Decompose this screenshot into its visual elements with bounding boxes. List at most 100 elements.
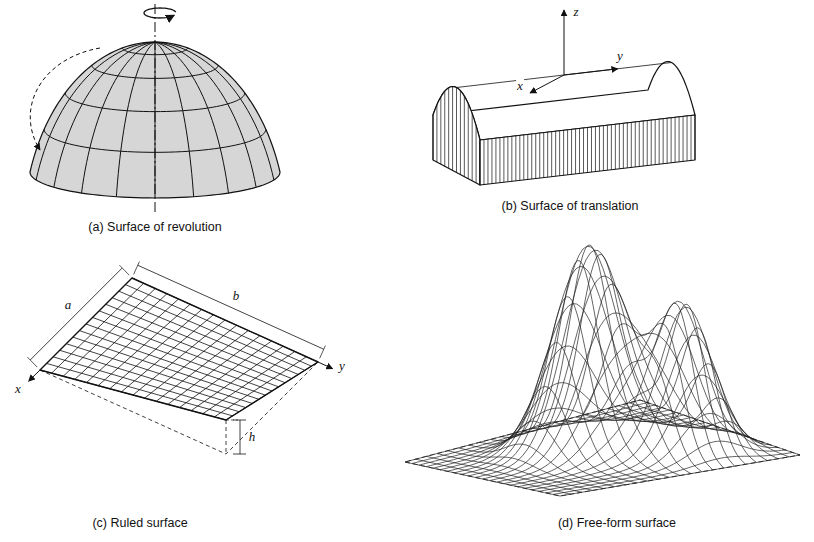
dome-meridian xyxy=(155,42,194,197)
wall-hatch xyxy=(519,135,520,180)
y-axis xyxy=(318,362,333,369)
wall-hatch xyxy=(675,117,676,162)
wall-hatch xyxy=(623,123,624,168)
dimension-label: h xyxy=(248,430,257,444)
wall-hatch xyxy=(464,96,465,177)
wall-hatch xyxy=(659,119,660,164)
wall-hatch xyxy=(643,121,644,166)
dimension-line xyxy=(240,420,241,454)
wall-hatch xyxy=(555,131,556,176)
wall-hatch xyxy=(539,133,540,178)
wall-hatch xyxy=(503,137,504,182)
wall-hatch xyxy=(547,132,548,177)
wall-hatch xyxy=(679,117,680,162)
mesh-line xyxy=(501,297,658,480)
ruling-line xyxy=(203,352,295,414)
extension-line xyxy=(119,265,129,275)
dome-meridian xyxy=(116,42,155,197)
wall-hatch xyxy=(683,116,684,161)
y-axis xyxy=(564,69,618,75)
wall-hatch xyxy=(452,87,453,171)
mesh-line xyxy=(469,421,625,485)
axis-label: x xyxy=(516,79,524,93)
wall-hatch xyxy=(611,125,612,170)
wall-hatch xyxy=(571,129,572,174)
dome-meridian xyxy=(54,42,155,187)
wall-hatch xyxy=(460,91,461,175)
vault-figure xyxy=(433,10,695,185)
mesh-line xyxy=(426,456,581,492)
wall-hatch xyxy=(591,127,592,172)
mesh-line xyxy=(539,413,778,491)
mesh-line xyxy=(587,328,746,465)
wall-hatch xyxy=(511,136,512,181)
wall-hatch xyxy=(619,124,620,169)
wall-hatch xyxy=(631,122,632,167)
extension-line xyxy=(320,346,326,359)
dimension-tick xyxy=(233,454,246,455)
caption: (b) Surface of translation xyxy=(502,200,639,214)
wall-hatch xyxy=(523,135,524,180)
wall-hatch xyxy=(695,115,696,160)
wall-hatch xyxy=(663,119,664,164)
wall-hatch xyxy=(499,138,500,183)
dimension-line xyxy=(138,265,324,349)
wall-hatch xyxy=(436,105,437,162)
x-axis xyxy=(29,370,40,381)
mesh-line xyxy=(504,315,742,483)
wall-hatch xyxy=(627,123,628,168)
wall-hatch xyxy=(483,140,484,185)
wall-hatch xyxy=(615,124,616,169)
wall-hatch xyxy=(587,128,588,173)
wall-hatch xyxy=(472,114,473,181)
base-outline xyxy=(405,400,800,496)
mesh-line xyxy=(629,403,789,457)
wall-hatch xyxy=(507,137,508,182)
mesh-line xyxy=(490,343,647,482)
wall-hatch xyxy=(595,127,596,172)
wall-hatch xyxy=(647,121,648,166)
dome-figure xyxy=(30,4,280,214)
wall-hatch xyxy=(448,88,449,169)
wall-hatch xyxy=(579,128,580,173)
wall-hatch xyxy=(440,97,441,164)
mesh-line xyxy=(565,303,723,468)
wall-hatch xyxy=(603,126,604,171)
ruling-line xyxy=(214,357,306,417)
wall-hatch xyxy=(527,134,528,179)
mesh-line xyxy=(533,255,691,474)
wall-hatch xyxy=(480,140,481,185)
wall-hatch xyxy=(559,131,560,176)
ruling-line xyxy=(87,299,179,383)
wall-hatch xyxy=(671,118,672,163)
hypar-figure xyxy=(27,262,332,454)
wall-hatch xyxy=(691,115,692,160)
wall-hatch xyxy=(583,128,584,173)
wall-hatch xyxy=(468,104,469,179)
wall-hatch xyxy=(639,121,640,166)
wall-hatch xyxy=(515,136,516,181)
x-axis xyxy=(530,75,564,93)
wall-hatch xyxy=(480,140,481,185)
dome-meridian xyxy=(82,42,155,193)
generatrix-arrow xyxy=(30,48,100,150)
wall-hatch xyxy=(456,88,457,173)
surface-edge xyxy=(40,278,318,420)
mesh-line xyxy=(480,387,637,483)
wall-hatch xyxy=(667,118,668,163)
extension-line xyxy=(27,357,37,367)
wall-hatch xyxy=(655,120,656,165)
axis-label: z xyxy=(572,5,579,19)
wall-hatch xyxy=(487,139,488,184)
wall-hatch xyxy=(433,115,434,160)
wall-hatch xyxy=(563,130,564,175)
wall-hatch xyxy=(444,91,445,166)
dimension-tick xyxy=(233,420,246,421)
caption: (d) Free-form surface xyxy=(558,517,676,531)
mesh-line xyxy=(437,454,593,491)
wall-hatch xyxy=(607,125,608,170)
caption: (c) Ruled surface xyxy=(92,517,187,531)
wall-hatch xyxy=(599,126,600,171)
